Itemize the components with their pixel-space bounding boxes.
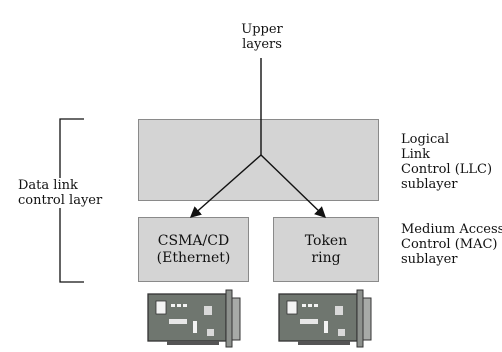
mac-line2: Control (MAC) [401, 237, 498, 252]
token-label: Token [304, 233, 348, 249]
llc-line4: sublayer [401, 177, 458, 192]
mac-line1: Medium Access [401, 222, 502, 237]
token-ring-box: Token ring [273, 217, 379, 282]
data-link-line2: control layer [18, 193, 103, 208]
csma-cd-label: CSMA/CD [157, 233, 230, 249]
arrow-to-csma [189, 154, 262, 218]
mac-sublayer-label: Medium Access Control (MAC) sublayer [401, 222, 502, 267]
network-card-icon [147, 289, 241, 348]
llc-box [138, 119, 379, 201]
mac-line3: sublayer [401, 252, 458, 267]
csma-cd-box: CSMA/CD (Ethernet) [138, 217, 249, 282]
llc-line2: Link [401, 147, 431, 162]
ethernet-label: (Ethernet) [156, 250, 231, 266]
llc-sublayer-label: Logical Link Control (LLC) sublayer [401, 132, 501, 192]
upper-layers-line2: layers [242, 37, 282, 52]
data-link-line1: Data link [18, 178, 78, 193]
upper-layers-line1: Upper [241, 22, 283, 37]
llc-line1: Logical [401, 132, 450, 147]
upper-layers-label: Upper layers [227, 22, 297, 52]
arrow-to-token [260, 154, 327, 218]
ring-label: ring [311, 250, 341, 266]
network-card-icon [278, 289, 372, 348]
data-link-control-label: Data link control layer [18, 178, 118, 208]
llc-line3: Control (LLC) [401, 162, 493, 177]
